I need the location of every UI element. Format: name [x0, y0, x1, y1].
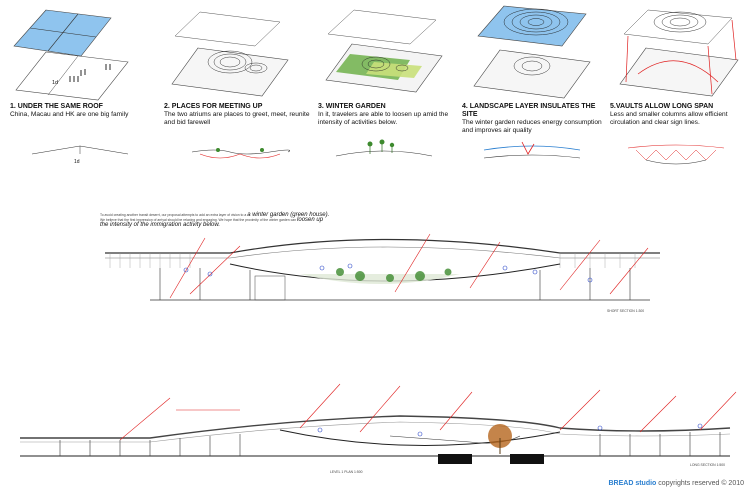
concept-3-mini-section — [335, 139, 433, 157]
concept-1-mini-section: 1d — [31, 145, 129, 165]
copyright-text: copyrights reserved © 2010 — [658, 480, 744, 487]
concept-5-title: 5.VAULTS ALLOW LONG SPAN — [610, 103, 714, 110]
short-section-note-emphasis-3: the intensity of the immigration activit… — [100, 222, 221, 228]
concept-4-landscape-diagram — [473, 5, 591, 99]
concept-3-body: In it, travelers are able to loosen up a… — [318, 111, 449, 126]
concept-4-caption: 4. LANDSCAPE LAYER INSULATES THE SITE Th… — [462, 103, 610, 135]
concept-2-caption: 2. PLACES FOR MEETING UP The two atriums… — [164, 103, 312, 127]
studio-brand: BREAD studio — [608, 480, 657, 487]
short-section-label: SHORT SECTION 1:300 — [607, 309, 645, 313]
concept-2-atrium-diagram — [171, 11, 289, 97]
concept-4-body: The winter garden reduces energy consump… — [462, 119, 602, 134]
level-plan-label: LEVEL 1 PLAN 1:500 — [330, 470, 363, 474]
concept-5-caption: 5.VAULTS ALLOW LONG SPAN Less and smalle… — [610, 103, 748, 127]
long-section-drawing — [20, 383, 737, 464]
short-section-note-line-1: To avoid creating another transit deserr… — [100, 213, 247, 217]
concept-1-body: China, Macau and HK are one big family — [10, 111, 129, 118]
concept-5-vault-diagram — [619, 9, 739, 97]
concept-2-title: 2. PLACES FOR MEETING UP — [164, 103, 263, 110]
concept-1-roof-diagram: 1d — [13, 9, 129, 101]
concept-4-title: 4. LANDSCAPE LAYER INSULATES THE SITE — [462, 103, 596, 118]
concept-3-title: 3. WINTER GARDEN — [318, 103, 386, 110]
concept-2-body: The two atriums are places to greet, mee… — [164, 111, 310, 126]
copyright-footer: BREAD studio copyrights reserved © 2010 — [609, 480, 745, 487]
concept-1-title: 1. UNDER THE SAME ROOF — [10, 103, 103, 110]
concept-1-mini-label: 1d — [74, 159, 80, 165]
long-section-label: LONG SECTION 1:500 — [690, 463, 726, 467]
concept-1-caption: 1. UNDER THE SAME ROOF China, Macau and … — [10, 103, 158, 119]
concept-5-mini-section — [627, 144, 725, 165]
concept-3-garden-diagram — [325, 9, 443, 93]
concept-1-label: 1d — [52, 80, 58, 86]
concept-3-caption: 3. WINTER GARDEN In it, travelers are ab… — [318, 103, 466, 127]
short-section-note-line-2: We believe that the first impression of … — [100, 218, 297, 222]
short-section-note-emphasis-2: loosen up — [297, 217, 324, 223]
concept-5-body: Less and smaller columns allow efficient… — [610, 111, 728, 126]
short-section-drawing — [105, 233, 660, 301]
concept-2-mini-section — [191, 148, 290, 159]
concept-4-mini-section — [483, 141, 581, 159]
short-section-note-emphasis-1: a winter garden (green house). — [247, 212, 330, 218]
short-section-note: To avoid creating another transit deserr… — [100, 212, 400, 228]
